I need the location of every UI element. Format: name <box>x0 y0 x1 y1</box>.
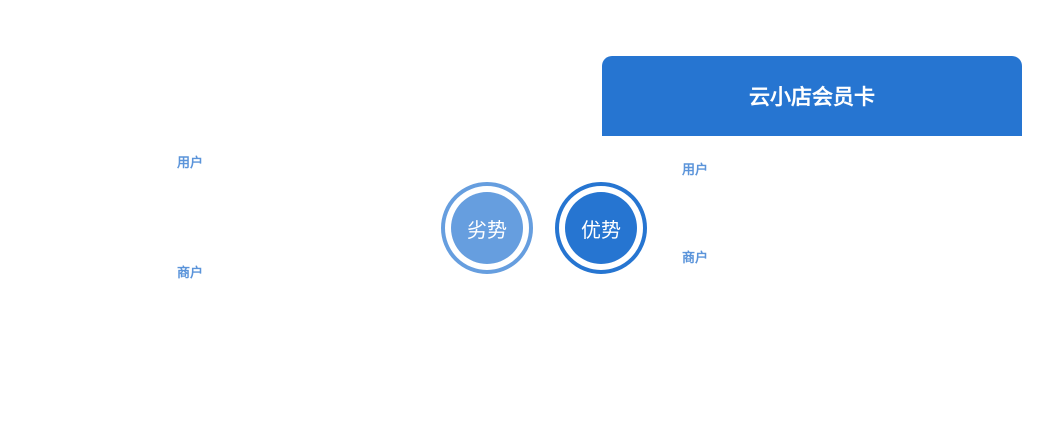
advantage-circle: 优势 <box>555 182 647 274</box>
card-user-label: 用户 <box>682 163 709 178</box>
left-merchant-label: 商户 <box>177 266 204 281</box>
card-merchant-label: 商户 <box>682 251 709 266</box>
advantage-label: 优势 <box>565 192 637 264</box>
left-user-label: 用户 <box>177 156 204 171</box>
disadvantage-label: 劣势 <box>451 192 523 264</box>
membership-card-header: 云小店会员卡 <box>602 56 1022 136</box>
disadvantage-circle: 劣势 <box>441 182 533 274</box>
card-title: 云小店会员卡 <box>749 85 875 109</box>
